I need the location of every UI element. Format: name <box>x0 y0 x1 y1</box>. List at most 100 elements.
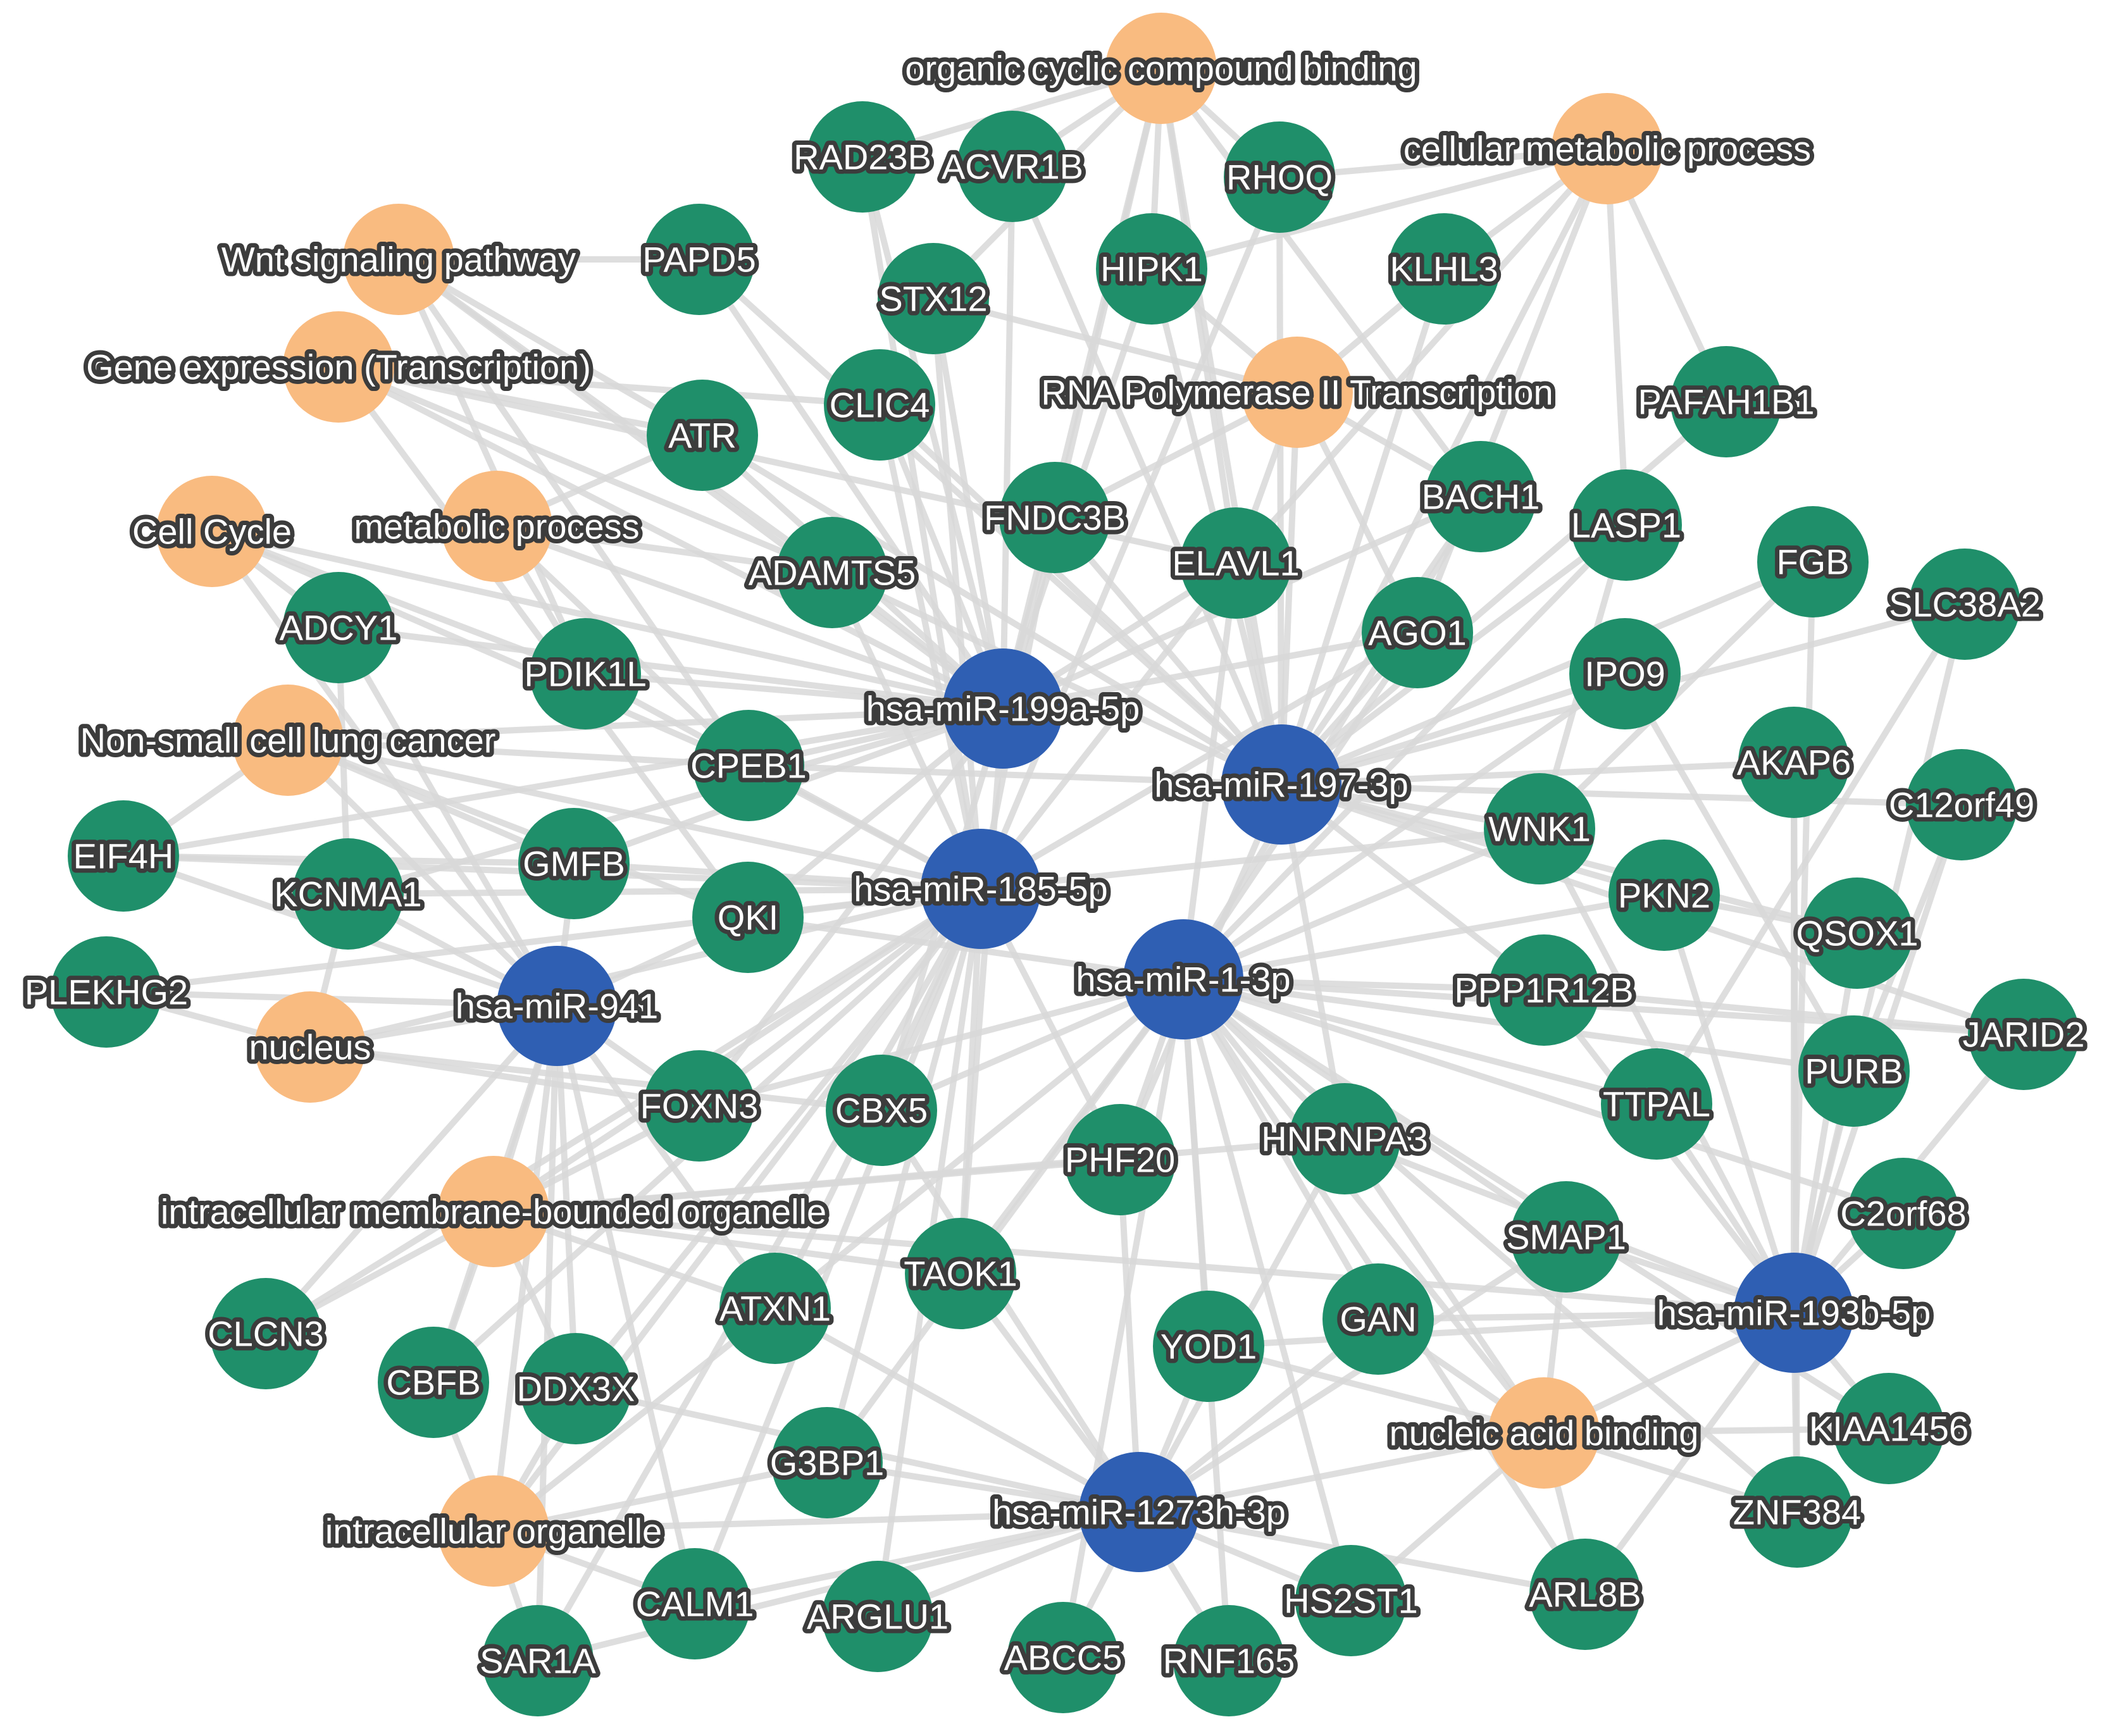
gene-node-pkn2[interactable]: PKN2 <box>1608 840 1720 951</box>
edge-mir941-ADCY1 <box>335 624 560 1009</box>
gene-node-atxn1[interactable]: ATXN1 <box>715 1253 835 1364</box>
gene-node-kiaa1456[interactable]: KIAA1456 <box>1805 1373 1973 1484</box>
gene-node-c12orf49[interactable]: C12orf49 <box>1884 749 2039 860</box>
gene-node-adcy1[interactable]: ADCY1 <box>275 572 402 683</box>
edge-mir197-t_rnapol <box>1278 389 1300 788</box>
gene-node-circle <box>1738 707 1850 818</box>
gene-node-stx12[interactable]: STX12 <box>874 243 992 354</box>
gene-node-lasp1[interactable]: LASP1 <box>1567 469 1686 581</box>
gene-node-cbfb[interactable]: CBFB <box>378 1327 489 1438</box>
gene-node-arglu1[interactable]: ARGLU1 <box>802 1561 953 1672</box>
gene-node-calm1[interactable]: CALM1 <box>632 1548 758 1659</box>
gene-node-qsox1[interactable]: QSOX1 <box>1792 877 1922 989</box>
edge-t_geneexp-ADAMTS5 <box>335 364 835 576</box>
gene-node-arl8b[interactable]: ARL8B <box>1524 1539 1646 1650</box>
gene-node-ttpal[interactable]: TTPAL <box>1598 1048 1715 1160</box>
mirna-node-mir941[interactable]: hsa-miR-941 <box>451 946 663 1066</box>
gene-node-acvr1b[interactable]: ACVR1B <box>937 111 1088 222</box>
term-node-t_nucleus[interactable]: nucleus <box>244 991 376 1103</box>
gene-node-papd5[interactable]: PAPD5 <box>638 204 761 315</box>
gene-node-purb[interactable]: PURB <box>1798 1015 1910 1127</box>
gene-node-hnrnpa3[interactable]: HNRNPA3 <box>1257 1083 1433 1194</box>
gene-node-adamts5[interactable]: ADAMTS5 <box>744 517 920 628</box>
gene-node-rad23b[interactable]: RAD23B <box>789 101 936 213</box>
gene-node-slc38a2[interactable]: SLC38A2 <box>1884 549 2045 660</box>
gene-node-smap1[interactable]: SMAP1 <box>1502 1181 1631 1293</box>
term-node-t_rnapol[interactable]: RNA Polymerase II Transcription <box>1036 337 1558 448</box>
gene-node-fndc3b[interactable]: FNDC3B <box>980 462 1130 573</box>
mirna-node-mir199a[interactable]: hsa-miR-199a-5p <box>862 648 1144 769</box>
gene-node-kcnma1[interactable]: KCNMA1 <box>270 838 426 950</box>
gene-node-circle <box>1180 507 1291 619</box>
gene-node-eif4h[interactable]: EIF4H <box>68 800 179 912</box>
gene-node-ddx3x[interactable]: DDX3X <box>513 1333 639 1444</box>
gene-node-fgb[interactable]: FGB <box>1757 506 1869 617</box>
gene-node-clcn3[interactable]: CLCN3 <box>203 1278 328 1389</box>
node-label: hsa-miR-199a-5p <box>866 689 1140 729</box>
gene-node-abcc5[interactable]: ABCC5 <box>1000 1602 1126 1713</box>
mirna-node-mir185[interactable]: hsa-miR-185-5p <box>849 829 1112 949</box>
term-node-t_nucleic[interactable]: nucleic acid binding <box>1385 1377 1703 1489</box>
edge-mir1-C2orf68 <box>1180 976 1907 1217</box>
node-label: PKN2 <box>1618 876 1710 915</box>
mirna-node-mir193b[interactable]: hsa-miR-193b-5p <box>1653 1253 1935 1373</box>
gene-node-akap6[interactable]: AKAP6 <box>1733 707 1855 818</box>
gene-node-pdik1l[interactable]: PDIK1L <box>520 618 651 729</box>
gene-node-elavl1[interactable]: ELAVL1 <box>1167 507 1304 619</box>
term-node-t_organelle[interactable]: intracellular organelle <box>321 1475 666 1587</box>
gene-node-cbx5[interactable]: CBX5 <box>826 1055 937 1166</box>
mirna-node-mir1273h[interactable]: hsa-miR-1273h-3p <box>988 1452 1290 1572</box>
gene-node-circle <box>1833 1373 1944 1484</box>
node-label: metabolic process <box>354 507 639 547</box>
edge-mir1-ATXN1 <box>772 976 1186 1311</box>
gene-node-jarid2[interactable]: JARID2 <box>1958 979 2089 1090</box>
edge-t_organic-ELAVL1 <box>1158 65 1239 566</box>
edge-t_membrane-TAOK1 <box>490 1208 964 1277</box>
mirna-node-mir1[interactable]: hsa-miR-1-3p <box>1071 919 1295 1039</box>
gene-node-phf20[interactable]: PHF20 <box>1061 1104 1179 1215</box>
gene-node-gmfb[interactable]: GMFB <box>518 808 630 919</box>
gene-node-g3bp1[interactable]: G3BP1 <box>766 1407 888 1518</box>
gene-node-ppp1r12b[interactable]: PPP1R12B <box>1450 934 1638 1046</box>
term-node-t_nsclc[interactable]: Non-small cell lung cancer <box>76 685 500 796</box>
gene-node-ago1[interactable]: AGO1 <box>1362 577 1473 688</box>
term-node-t_metabolic[interactable]: metabolic process <box>349 471 644 582</box>
gene-node-ipo9[interactable]: IPO9 <box>1569 618 1681 729</box>
gene-node-taok1[interactable]: TAOK1 <box>899 1218 1022 1329</box>
gene-node-hs2st1[interactable]: HS2ST1 <box>1279 1545 1422 1656</box>
mirna-node-circle <box>921 829 1041 949</box>
edge-t_wnt-CPEB1 <box>395 256 752 769</box>
node-label: nucleus <box>249 1027 371 1067</box>
term-node-t_cellmeta[interactable]: cellular metabolic process <box>1399 93 1815 204</box>
gene-node-wnk1[interactable]: WNK1 <box>1484 773 1595 884</box>
gene-node-rnf165[interactable]: RNF165 <box>1159 1605 1299 1716</box>
gene-node-bach1[interactable]: BACH1 <box>1417 441 1544 552</box>
gene-node-gan[interactable]: GAN <box>1322 1263 1434 1375</box>
edge-mir185-STX12 <box>930 295 984 892</box>
term-node-t_geneexp[interactable]: Gene expression (Transcription) <box>82 311 595 423</box>
mirna-node-mir197[interactable]: hsa-miR-197-3p <box>1150 724 1413 845</box>
term-node-t_wnt[interactable]: Wnt signaling pathway <box>217 204 580 315</box>
gene-node-rhoq[interactable]: RHOQ <box>1222 121 1337 233</box>
gene-node-cpeb1[interactable]: CPEB1 <box>686 710 811 821</box>
gene-node-atr[interactable]: ATR <box>647 380 758 491</box>
gene-node-plekhg2[interactable]: PLEKHG2 <box>20 936 192 1048</box>
term-node-t_cellcycle[interactable]: Cell Cycle <box>128 476 296 587</box>
node-label: PAFAH1B1 <box>1638 382 1814 422</box>
node-label: hsa-miR-941 <box>456 986 659 1026</box>
gene-node-klhl3[interactable]: KLHL3 <box>1385 213 1503 325</box>
gene-node-yod1[interactable]: YOD1 <box>1153 1291 1264 1402</box>
gene-node-circle <box>1488 934 1600 1046</box>
gene-node-znf384[interactable]: ZNF384 <box>1729 1456 1865 1568</box>
gene-node-clic4[interactable]: CLIC4 <box>824 349 935 461</box>
gene-node-foxn3[interactable]: FOXN3 <box>636 1050 762 1162</box>
term-node-t_organic[interactable]: organic cyclic compound binding <box>900 13 1422 124</box>
term-node-circle <box>1105 13 1217 124</box>
term-node-t_membrane[interactable]: intracellular membrane-bounded organelle <box>156 1156 831 1267</box>
gene-node-c2orf68[interactable]: C2orf68 <box>1836 1158 1971 1269</box>
gene-node-sar1a[interactable]: SAR1A <box>475 1605 600 1716</box>
gene-node-hipk1[interactable]: HIPK1 <box>1096 213 1207 325</box>
gene-node-pafah1b1[interactable]: PAFAH1B1 <box>1633 346 1819 457</box>
edge-t_cellmeta-HIPK1 <box>1148 146 1610 272</box>
gene-node-qki[interactable]: QKI <box>692 862 804 973</box>
